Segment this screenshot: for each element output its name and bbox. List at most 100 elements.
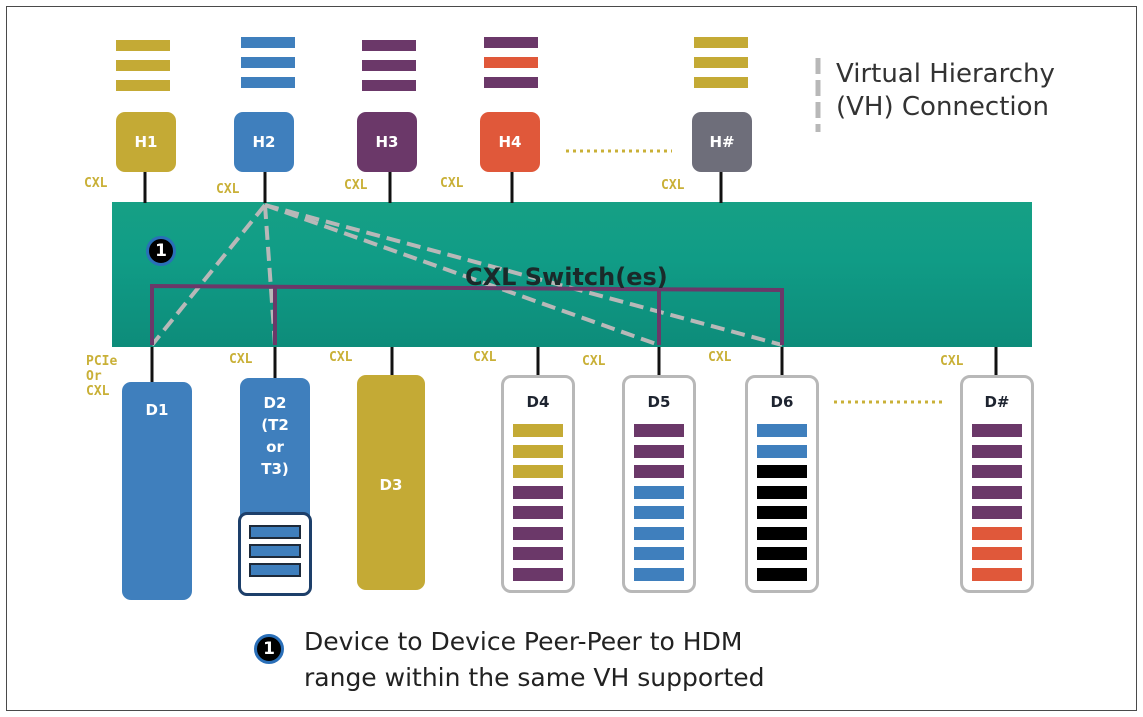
host-h1: H1 xyxy=(116,112,176,172)
memory-bar xyxy=(694,77,748,88)
memory-bar xyxy=(241,57,295,68)
memory-bar xyxy=(634,424,684,437)
device-d4: D4 xyxy=(501,375,575,593)
memory-bar xyxy=(484,57,538,68)
memory-bar xyxy=(513,424,563,437)
device-link-label: CXL xyxy=(708,350,732,365)
legend-line-2: (VH) Connection xyxy=(836,92,1050,122)
legend-line-1: Virtual Hierarchy xyxy=(836,59,1055,89)
peer-bus-line xyxy=(150,283,784,345)
memory-bar xyxy=(484,37,538,48)
device-link-label: CXL xyxy=(940,354,964,369)
note-line-2: range within the same VH supported xyxy=(304,663,765,692)
device-d6-memory-stack xyxy=(757,424,807,588)
memory-bar xyxy=(249,544,301,558)
memory-bar xyxy=(634,567,684,581)
peer-badge-note: 1 xyxy=(254,634,284,664)
memory-bar xyxy=(757,424,807,437)
device-d2: D2 (T2 or T3) xyxy=(238,378,312,596)
device-link-label: CXL xyxy=(473,350,497,365)
peer-badge-switch: 1 xyxy=(146,236,176,266)
memory-bar xyxy=(116,80,170,91)
memory-bar xyxy=(249,563,301,577)
device-label: D3 xyxy=(379,476,403,494)
memory-bar xyxy=(513,526,563,540)
memory-bar xyxy=(757,485,807,499)
memory-bar xyxy=(757,506,807,519)
memory-bar xyxy=(972,444,1022,458)
legend-text: Virtual Hierarchy (VH) Connection xyxy=(836,58,1055,124)
host-h3-memory-stack xyxy=(362,40,416,100)
device-label: D5 xyxy=(647,393,671,411)
memory-bar xyxy=(513,506,563,519)
device-label: D# xyxy=(984,393,1010,411)
memory-bar xyxy=(249,525,301,539)
device-link-label: CXL xyxy=(329,350,353,365)
device-d5-memory-stack xyxy=(634,424,684,588)
device-label: D4 xyxy=(526,393,550,411)
memory-bar xyxy=(634,506,684,519)
memory-bar xyxy=(513,567,563,581)
host-h4-memory-stack xyxy=(484,37,538,97)
vh-dashed-to-d5 xyxy=(264,203,660,347)
memory-bar xyxy=(634,444,684,458)
memory-bar xyxy=(972,424,1022,437)
device-link-label: CXL xyxy=(229,352,253,367)
memory-bar xyxy=(484,77,538,88)
memory-bar xyxy=(362,60,416,71)
host-link-label: CXL xyxy=(216,182,240,197)
memory-bar xyxy=(972,506,1022,519)
memory-bar xyxy=(757,526,807,540)
note-line-1: Device to Device Peer-Peer to HDM xyxy=(304,627,743,656)
switch-label: CXL Switch(es) xyxy=(465,263,668,291)
memory-bar xyxy=(972,465,1022,478)
memory-bar xyxy=(694,37,748,48)
host-link-label: CXL xyxy=(84,176,108,191)
peer-note: Device to Device Peer-Peer to HDM range … xyxy=(304,624,765,696)
memory-bar xyxy=(116,40,170,51)
device-dn-memory-stack xyxy=(972,424,1022,588)
host-hn-memory-stack xyxy=(694,37,748,97)
memory-bar xyxy=(116,60,170,71)
vh-dashed-to-d1 xyxy=(150,203,267,347)
memory-bar xyxy=(513,444,563,458)
memory-bar xyxy=(972,547,1022,560)
memory-bar xyxy=(634,547,684,560)
device-label: D6 xyxy=(770,393,794,411)
memory-bar xyxy=(513,485,563,499)
memory-bar xyxy=(694,57,748,68)
host-h1-memory-stack xyxy=(116,40,170,100)
memory-bar xyxy=(757,547,807,560)
device-label: D1 xyxy=(145,401,169,419)
memory-bar xyxy=(241,37,295,48)
memory-bar xyxy=(362,40,416,51)
host-h4: H4 xyxy=(480,112,540,172)
memory-bar xyxy=(972,567,1022,581)
host-link-label: CXL xyxy=(661,178,685,193)
memory-bar xyxy=(634,465,684,478)
diagram-frame xyxy=(6,6,1137,711)
vh-dashed-to-d6 xyxy=(264,203,783,347)
memory-bar xyxy=(972,485,1022,499)
device-dn: D# xyxy=(960,375,1034,593)
memory-bar xyxy=(757,567,807,581)
memory-bar xyxy=(362,80,416,91)
device-d3: D3 xyxy=(357,375,425,590)
device-d2-memory-stack xyxy=(238,512,312,596)
host-hn: H# xyxy=(692,112,752,172)
host-link-label: CXL xyxy=(344,178,368,193)
memory-bar xyxy=(634,485,684,499)
memory-bar xyxy=(241,77,295,88)
device-label: D2 (T2 or T3) xyxy=(261,394,289,478)
device-d5: D5 xyxy=(622,375,696,593)
host-h3: H3 xyxy=(357,112,417,172)
device-d1: D1 xyxy=(122,382,192,600)
memory-bar xyxy=(757,465,807,478)
device-link-label: CXL xyxy=(582,354,606,369)
memory-bar xyxy=(972,526,1022,540)
memory-bar xyxy=(513,465,563,478)
host-h2: H2 xyxy=(234,112,294,172)
device-d4-memory-stack xyxy=(513,424,563,588)
